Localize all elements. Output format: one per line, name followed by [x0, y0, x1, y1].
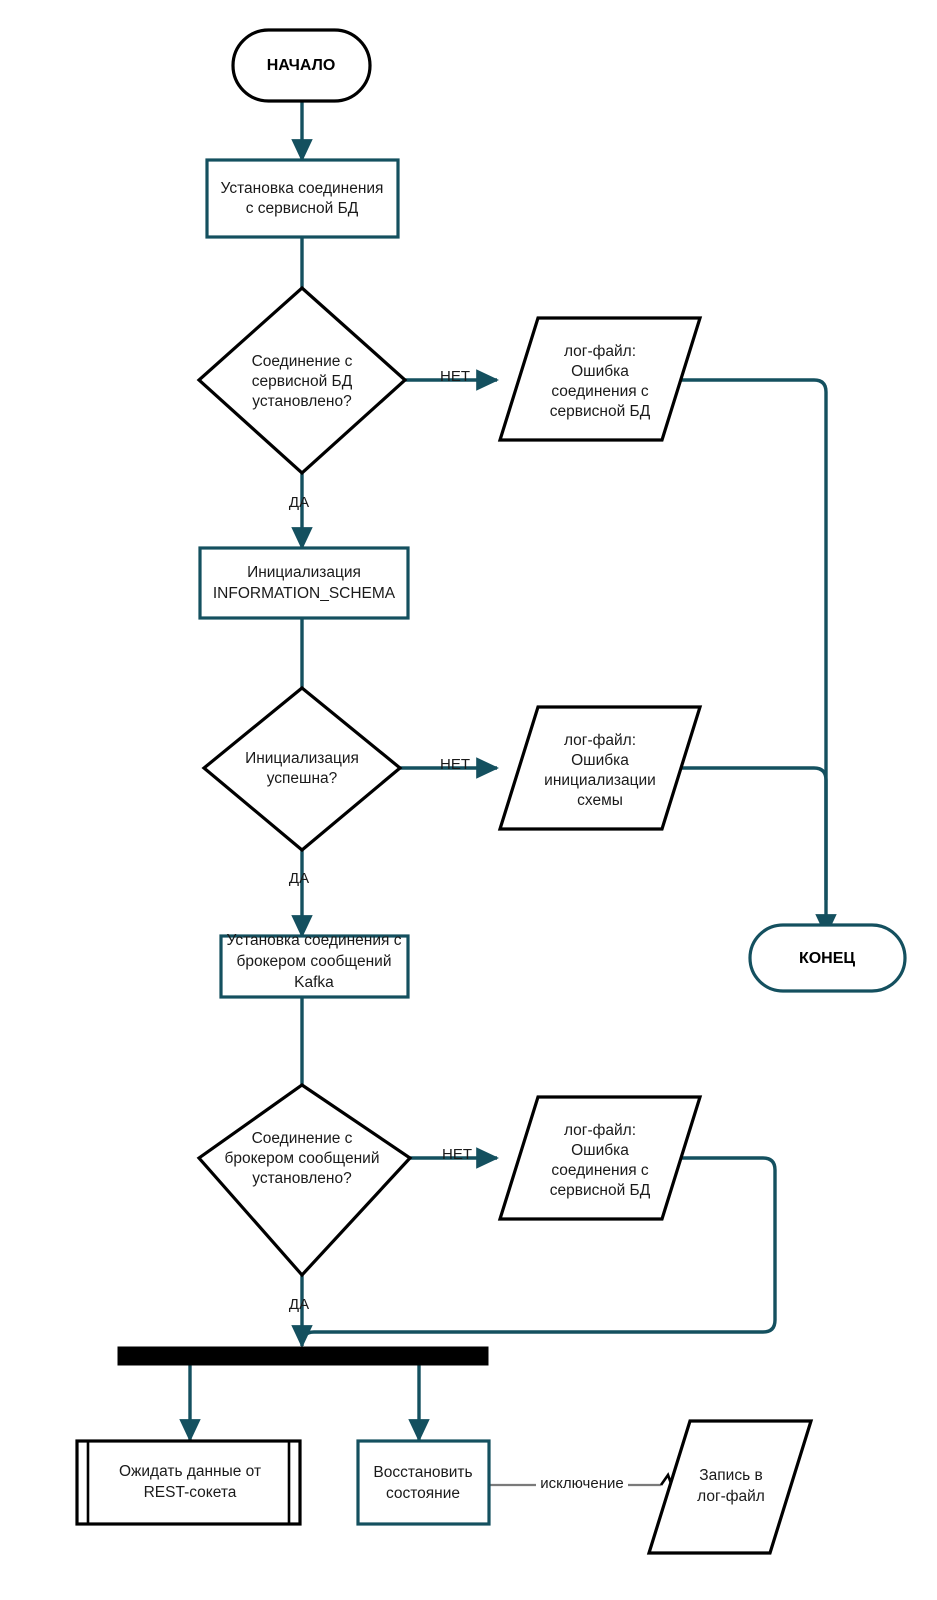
- node-connect-service-db[interactable]: Установка соединения с сервисной БД: [205, 158, 400, 239]
- node-start[interactable]: НАЧАЛО: [231, 28, 372, 103]
- end-label: КОНЕЦ: [799, 950, 855, 967]
- connect-kafka-shape: [219, 934, 410, 999]
- edge-label-no-init: НЕТ: [440, 756, 470, 773]
- wait-rest-shape: [75, 1439, 302, 1526]
- node-end[interactable]: КОНЕЦ: [748, 923, 907, 993]
- log-init-error-shape: [497, 705, 703, 831]
- log-init-error-line3: инициализации: [544, 772, 656, 789]
- start-terminator-shape: [231, 28, 372, 103]
- connect-kafka-line3: Kafka: [294, 974, 334, 991]
- decision-init-line2: успешна?: [267, 770, 338, 787]
- decision-db-line3: установлено?: [252, 393, 352, 410]
- node-wait-rest[interactable]: Ожидать данные от REST-сокета: [75, 1439, 302, 1526]
- init-schema-shape: [198, 546, 410, 620]
- node-restore-state[interactable]: Восстановить состояние: [356, 1439, 491, 1526]
- connect-kafka-line2: брокером сообщений: [236, 953, 391, 970]
- connect-kafka-line1: Установка соединения с: [227, 932, 402, 949]
- write-log-shape: [646, 1419, 814, 1555]
- node-init-schema[interactable]: Инициализация INFORMATION_SCHEMA: [198, 546, 410, 620]
- decision-db-line1: Соединение с: [252, 353, 353, 370]
- log-kafka-error-shape: [497, 1095, 703, 1221]
- log-kafka-error-line1: лог-файл:: [564, 1122, 636, 1139]
- init-schema-line2: INFORMATION_SCHEMA: [213, 585, 396, 602]
- node-log-db-error[interactable]: лог-файл: Ошибка соединения с сервисной …: [497, 316, 703, 442]
- log-init-error-line1: лог-файл:: [564, 732, 636, 749]
- write-log-line1: Запись в: [699, 1467, 762, 1484]
- edge-label-yes-init: ДА: [289, 870, 309, 887]
- log-kafka-error-line4: сервисной БД: [550, 1182, 651, 1199]
- connect-service-db-shape: [205, 158, 400, 239]
- edge-log-db-error-to-end: [669, 378, 837, 937]
- connect-service-db-line1: Установка соединения: [221, 180, 384, 197]
- node-fork-bar[interactable]: [117, 1346, 489, 1366]
- wait-rest-line2: REST-сокета: [144, 1484, 237, 1501]
- edge-label-no-db: НЕТ: [440, 368, 470, 385]
- decision-kafka-line3: установлено?: [252, 1170, 352, 1187]
- connect-service-db-line2: с сервисной БД: [246, 200, 359, 217]
- init-schema-line1: Инициализация: [247, 564, 361, 581]
- node-connect-kafka[interactable]: Установка соединения с брокером сообщени…: [219, 932, 410, 999]
- decision-kafka-line2: брокером сообщений: [224, 1150, 379, 1167]
- edge-label-exception: исключение: [540, 1475, 623, 1492]
- log-kafka-error-line3: соединения с: [551, 1162, 649, 1179]
- edge-label-yes-kafka: ДА: [289, 1296, 309, 1313]
- decision-kafka-shape: [196, 1083, 413, 1278]
- node-log-kafka-error[interactable]: лог-файл: Ошибка соединения с сервисной …: [497, 1095, 703, 1221]
- log-kafka-error-line2: Ошибка: [571, 1142, 629, 1159]
- log-db-error-line2: Ошибка: [571, 363, 629, 380]
- node-write-log[interactable]: Запись в лог-файл: [646, 1419, 814, 1555]
- wait-rest-line1: Ожидать данные от: [119, 1463, 261, 1480]
- decision-db-shape: [196, 285, 408, 476]
- decision-db-line2: сервисной БД: [252, 373, 353, 390]
- log-init-error-line2: Ошибка: [571, 752, 629, 769]
- end-terminator-shape: [748, 923, 907, 993]
- write-log-line2: лог-файл: [697, 1488, 765, 1505]
- edge-label-yes-db: ДА: [289, 494, 309, 511]
- log-db-error-line4: сервисной БД: [550, 403, 651, 420]
- log-init-error-line4: схемы: [577, 792, 623, 809]
- start-label: НАЧАЛО: [267, 57, 336, 74]
- log-db-error-line3: соединения с: [551, 383, 649, 400]
- restore-state-line2: состояние: [386, 1485, 460, 1502]
- node-decision-init[interactable]: Инициализация успешна?: [201, 685, 403, 853]
- restore-state-line1: Восстановить: [373, 1464, 472, 1481]
- edge-log-init-error-to-end: [669, 766, 828, 900]
- decision-init-shape: [201, 685, 403, 853]
- decision-kafka-line1: Соединение с: [252, 1130, 353, 1147]
- fork-bar-shape: [117, 1346, 489, 1366]
- node-decision-kafka[interactable]: Соединение с брокером сообщений установл…: [196, 1083, 413, 1278]
- log-db-error-shape: [497, 316, 703, 442]
- edge-log-kafka-error-to-fork: [300, 1156, 777, 1345]
- node-log-init-error[interactable]: лог-файл: Ошибка инициализации схемы: [497, 705, 703, 831]
- node-decision-db[interactable]: Соединение с сервисной БД установлено?: [196, 285, 408, 476]
- decision-init-line1: Инициализация: [245, 750, 359, 767]
- log-db-error-line1: лог-файл:: [564, 343, 636, 360]
- edge-label-no-kafka: НЕТ: [442, 1146, 472, 1163]
- restore-state-shape: [356, 1439, 491, 1526]
